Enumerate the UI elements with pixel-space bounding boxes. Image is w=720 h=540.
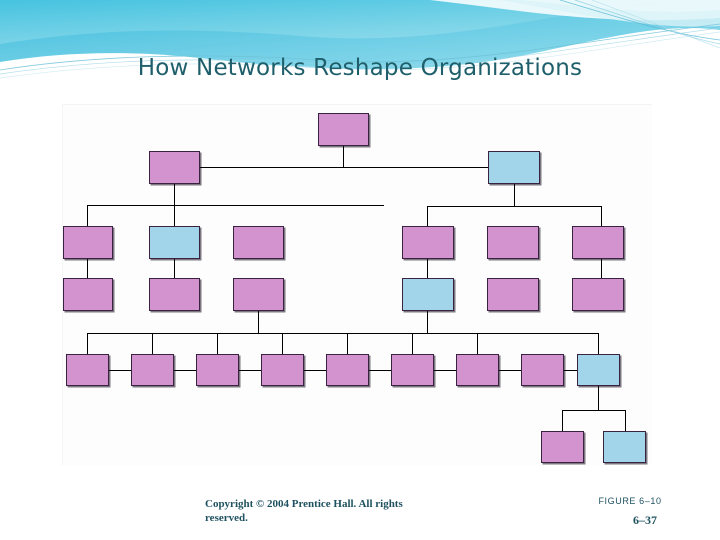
slide-title: How Networks Reshape Organizations [137,55,583,81]
org-node-n11[interactable] [149,278,200,311]
connector-bus-to-n4 [87,205,88,226]
connector-chain-n22-n23 [499,370,521,371]
org-node-n9[interactable] [572,226,624,259]
connector-bus-to-n17 [152,333,153,354]
connector-n1-down [343,146,344,167]
org-node-n3[interactable] [488,151,540,184]
copyright-notice: Copyright © 2004 Prentice Hall. All righ… [205,498,403,524]
connector-bus-to-n21 [412,333,413,354]
connector-bus-to-n24 [598,333,599,354]
org-node-n14[interactable] [487,278,539,311]
org-node-n22[interactable] [456,354,499,386]
connector-chain-n21-n22 [434,370,456,371]
connector-n24-down [598,386,599,410]
org-node-n8[interactable] [487,226,539,259]
org-node-n13[interactable] [402,278,454,311]
connector-bus-to-n22 [477,333,478,354]
connector-n4-n10 [87,259,88,278]
connector-n12-down [258,311,259,333]
connector-trunk-main [200,167,488,168]
org-chart-canvas [63,105,652,465]
org-node-n20[interactable] [326,354,369,386]
org-node-n6[interactable] [233,226,284,259]
connector-n9-n15 [601,259,602,278]
connector-bus-to-n9 [601,206,602,226]
connector-bus-to-n7 [427,206,428,226]
connector-bus-to-n18 [217,333,218,354]
connector-bus-to-n20 [347,333,348,354]
connector-chain-n18-n19 [239,370,261,371]
org-node-n15[interactable] [572,278,624,311]
connector-bus-left-row3 [87,205,384,206]
connector-chain-n16-n17 [109,370,131,371]
org-node-n7[interactable] [402,226,454,259]
org-node-n25[interactable] [541,431,584,463]
org-node-n1[interactable] [318,113,369,146]
connector-bus-to-n19 [282,333,283,354]
page-number: 6–37 [633,513,657,527]
connector-chain-n19-n20 [304,370,326,371]
org-node-n4[interactable] [63,226,113,259]
diagram-panel [62,104,652,465]
connector-n3-down [514,184,515,206]
org-node-n23[interactable] [521,354,564,386]
decorative-wave-banner [0,0,720,96]
connector-chain-n17-n18 [174,370,196,371]
org-node-n18[interactable] [196,354,239,386]
connector-n7-n13 [427,259,428,278]
connector-chain-n20-n21 [369,370,391,371]
connector-bus-to-n25 [562,410,563,431]
connector-bus-right-row3 [427,206,601,207]
figure-label: FIGURE 6–10 [598,496,662,506]
org-node-n2[interactable] [149,151,200,184]
connector-bus-to-n5 [174,205,175,226]
connector-bus-to-n26 [625,410,626,431]
org-node-n10[interactable] [63,278,113,311]
org-node-n24[interactable] [577,354,620,386]
connector-bus-to-n16 [87,333,88,354]
org-node-n21[interactable] [391,354,434,386]
org-node-n12[interactable] [233,278,284,311]
connector-n5-n11 [174,259,175,278]
connector-bus-row5 [87,333,599,334]
connector-chain-n23-n24 [564,370,577,371]
org-node-n17[interactable] [131,354,174,386]
org-node-n16[interactable] [66,354,109,386]
connector-bus-row6 [562,410,625,411]
org-node-n26[interactable] [603,431,646,463]
connector-n13-down [427,311,428,333]
org-node-n5[interactable] [149,226,200,259]
org-node-n19[interactable] [261,354,304,386]
